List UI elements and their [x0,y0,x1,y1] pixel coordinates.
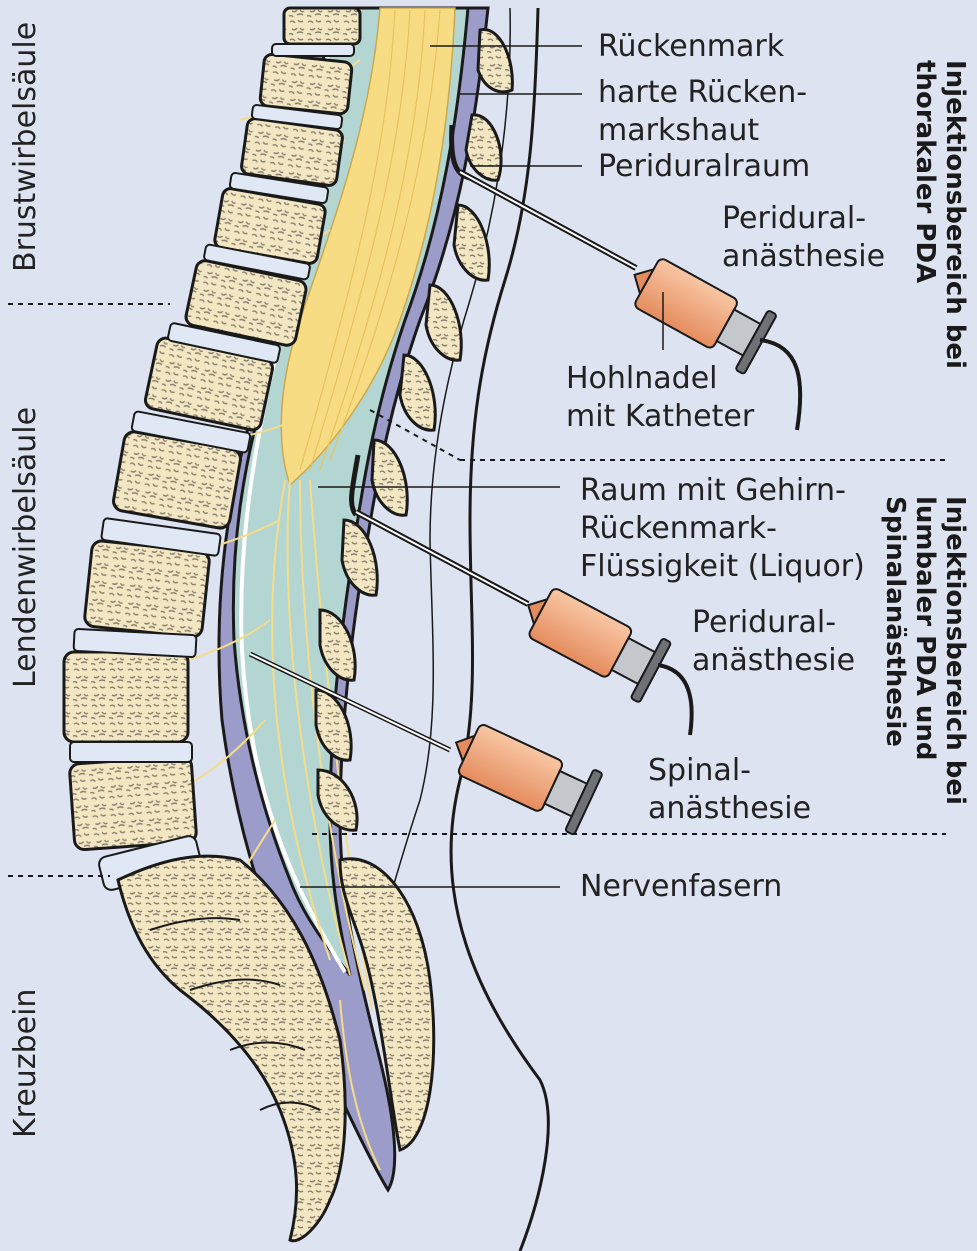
side-title-thoracic-line1: Injektionsbereich bei [940,60,970,369]
side-title-lumbar-line3: Spinalanästhesie [880,496,910,805]
label-spinal-line2: anästhesie [648,790,811,828]
side-title-lumbar-line2: lumbaler PDA und [910,496,940,805]
label-csf-line2: Rückenmark- [580,510,865,548]
label-spinal-line1: Spinal- [648,752,811,790]
label-pda-thoracic-line2: anästhesie [722,238,885,276]
syringe-2 [512,575,671,703]
label-spinal-cord: Rückenmark [598,28,784,66]
label-needle-line2: mit Katheter [566,398,754,436]
label-pda-lumbar-line2: anästhesie [692,642,855,680]
label-dura: harte Rücken- markshaut [598,74,807,150]
label-pda-thoracic-line1: Peridural- [722,200,885,238]
side-title-lumbar-line1: Injektionsbereich bei [940,496,970,805]
label-pda-thoracic: Peridural- anästhesie [722,200,885,276]
label-dura-line2: markshaut [598,112,807,150]
label-csf-line1: Raum mit Gehirn- [580,472,865,510]
side-title-thoracic: Injektionsbereich bei thorakaler PDA [910,60,970,369]
syringe-3 [442,712,603,835]
label-needle-line1: Hohlnadel [566,360,754,398]
label-needle: Hohlnadel mit Katheter [566,360,754,436]
label-pda-lumbar: Peridural- anästhesie [692,604,855,680]
side-title-lumbar: Injektionsbereich bei lumbaler PDA und S… [880,496,970,805]
region-label-sacrum: Kreuzbein [8,989,43,1138]
label-spinal: Spinal- anästhesie [648,752,811,828]
side-title-thoracic-line2: thorakaler PDA [910,60,940,369]
label-dura-line1: harte Rücken- [598,74,807,112]
label-csf-line3: Flüssigkeit (Liquor) [580,548,865,586]
label-nerves: Nervenfasern [580,868,782,906]
label-epidural-space: Periduralraum [598,148,810,186]
region-label-lumbar: Lendenwirbelsäule [8,407,43,688]
label-pda-lumbar-line1: Peridural- [692,604,855,642]
label-csf: Raum mit Gehirn- Rückenmark- Flüssigkeit… [580,472,865,586]
region-label-thoracic: Brustwirbelsäule [8,22,43,272]
